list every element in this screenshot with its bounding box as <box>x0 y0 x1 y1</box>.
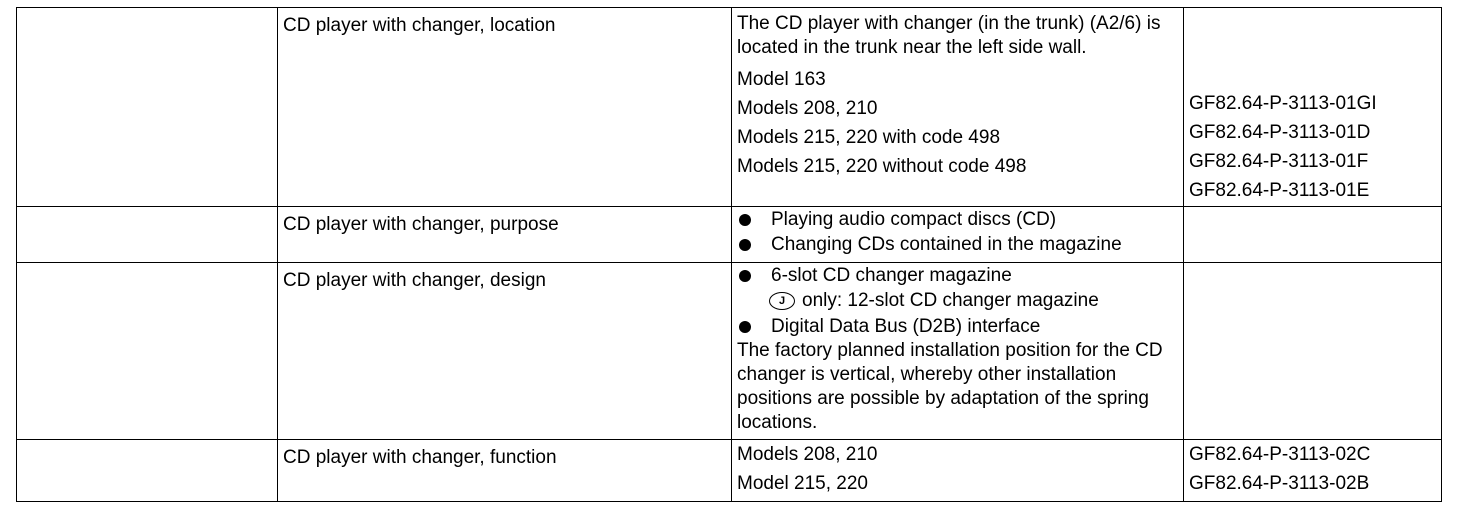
topic-function: CD player with changer, function <box>283 447 557 468</box>
location-entry-2: Models 208, 210 <box>737 98 878 119</box>
description-cell: Playing audio compact discs (CD) Changin… <box>731 207 1183 262</box>
table-row-location: CD player with changer, location The CD … <box>17 8 1441 206</box>
location-entry-4: Models 215, 220 without code 498 <box>737 156 1027 177</box>
doc-reference-link[interactable]: GF82.64-P-3113-01F <box>1189 151 1369 172</box>
description-cell: The CD player with changer (in the trunk… <box>731 8 1183 206</box>
table-row-function: CD player with changer, function Models … <box>17 439 1441 501</box>
description-cell: Models 208, 210 Model 215, 220 <box>731 440 1183 501</box>
bullet-item: Digital Data Bus (D2B) interface <box>737 314 1183 339</box>
topic-cell: CD player with changer, function <box>277 440 731 501</box>
market-note-text: only: 12-slot CD changer magazine <box>802 290 1099 311</box>
bullet-icon <box>739 269 751 282</box>
bullet-text: 6-slot CD changer magazine <box>771 265 1012 286</box>
bullet-icon <box>739 238 751 251</box>
bullet-text: Changing CDs contained in the magazine <box>771 234 1122 255</box>
document-table: CD player with changer, location The CD … <box>16 7 1442 502</box>
location-entry-3: Models 215, 220 with code 498 <box>737 127 1001 148</box>
installation-note: The factory planned installation positio… <box>737 340 1163 433</box>
doc-reference-link[interactable]: GF82.64-P-3113-01E <box>1189 180 1370 201</box>
bullet-text: Playing audio compact discs (CD) <box>771 209 1057 230</box>
reference-cell <box>1183 207 1441 262</box>
table-row-purpose: CD player with changer, purpose Playing … <box>17 206 1441 262</box>
empty-cell <box>17 263 277 439</box>
market-note: J only: 12-slot CD changer magazine <box>737 288 1183 314</box>
bullet-text: Digital Data Bus (D2B) interface <box>771 316 1041 337</box>
bullet-icon <box>739 213 751 226</box>
location-intro: The CD player with changer (in the trunk… <box>737 13 1161 58</box>
table-row-design: CD player with changer, design 6-slot CD… <box>17 262 1441 439</box>
bullet-item: 6-slot CD changer magazine <box>737 263 1183 288</box>
bullet-icon <box>739 320 751 333</box>
empty-cell <box>17 440 277 501</box>
function-entry-2: Model 215, 220 <box>737 473 868 494</box>
doc-reference-link[interactable]: GF82.64-P-3113-02B <box>1189 473 1370 494</box>
topic-cell: CD player with changer, purpose <box>277 207 731 262</box>
reference-cell: GF82.64-P-3113-01GI GF82.64-P-3113-01D G… <box>1183 8 1441 206</box>
topic-location: CD player with changer, location <box>283 15 556 36</box>
doc-reference-link[interactable]: GF82.64-P-3113-01GI <box>1189 93 1377 114</box>
market-j-badge-icon: J <box>769 292 795 310</box>
topic-purpose: CD player with changer, purpose <box>283 214 559 235</box>
bullet-item: Changing CDs contained in the magazine <box>737 232 1183 257</box>
empty-cell <box>17 8 277 206</box>
doc-reference-link[interactable]: GF82.64-P-3113-02C <box>1189 444 1371 465</box>
location-entry-1: Model 163 <box>737 69 826 90</box>
function-entry-1: Models 208, 210 <box>737 444 878 465</box>
reference-cell <box>1183 263 1441 439</box>
bullet-item: Playing audio compact discs (CD) <box>737 207 1183 232</box>
topic-cell: CD player with changer, design <box>277 263 731 439</box>
description-cell: 6-slot CD changer magazine J only: 12-sl… <box>731 263 1183 439</box>
empty-cell <box>17 207 277 262</box>
doc-reference-link[interactable]: GF82.64-P-3113-01D <box>1189 122 1371 143</box>
topic-cell: CD player with changer, location <box>277 8 731 206</box>
topic-design: CD player with changer, design <box>283 270 546 291</box>
reference-cell: GF82.64-P-3113-02C GF82.64-P-3113-02B <box>1183 440 1441 501</box>
